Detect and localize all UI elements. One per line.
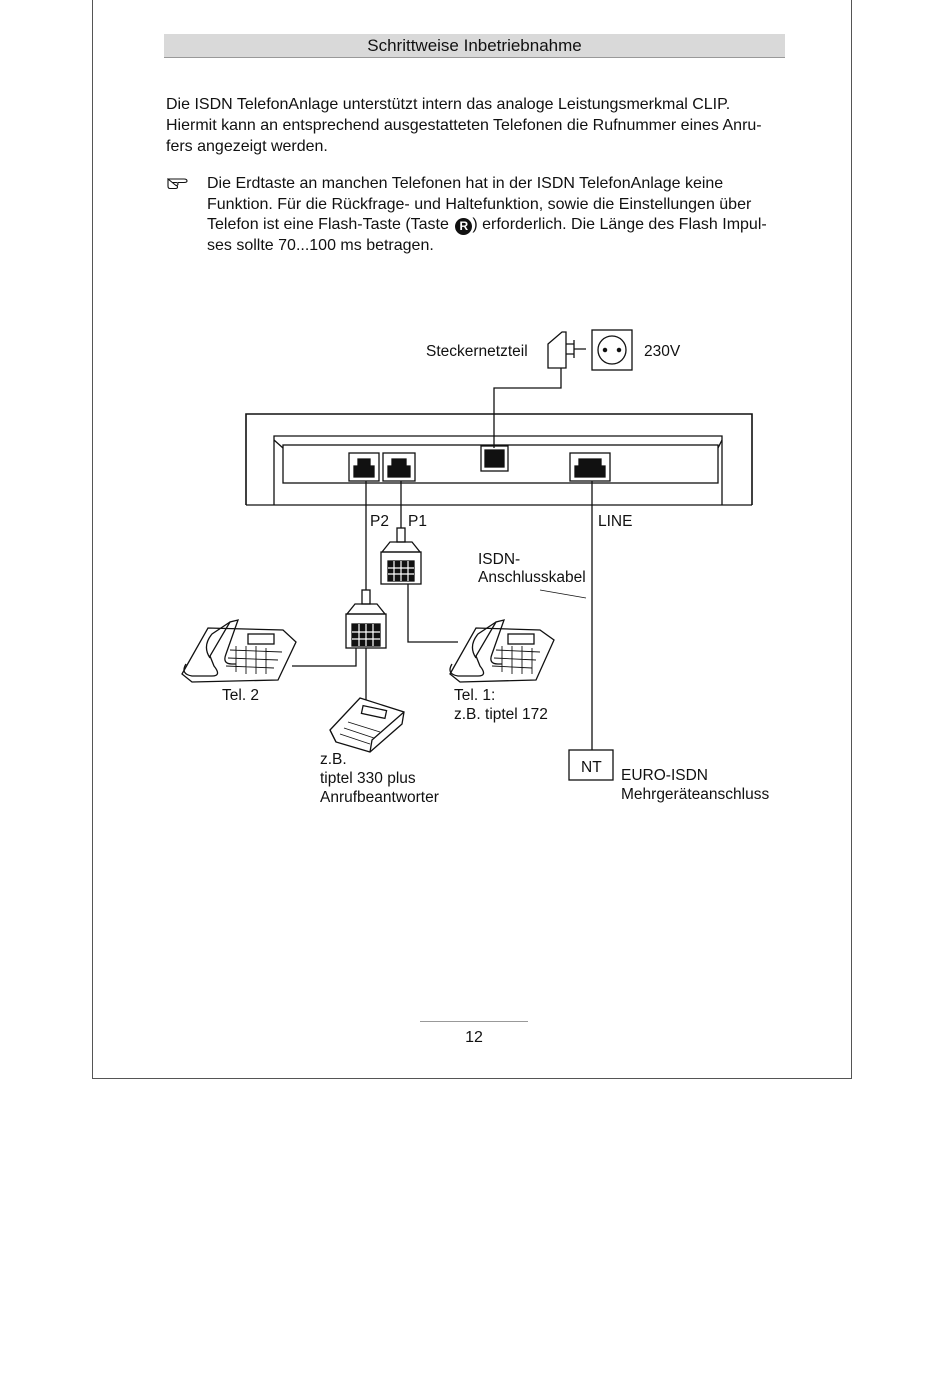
power-cable	[493, 368, 562, 448]
port-p2	[348, 452, 380, 482]
cable-tel1	[407, 584, 458, 643]
telephone-tel1-icon	[449, 619, 555, 683]
label-tel1-1: Tel. 1:	[454, 687, 496, 704]
label-isdn-cable-2: Anschlusskabel	[478, 569, 586, 586]
label-p2: P2	[370, 513, 389, 530]
flash-key-icon: R	[455, 218, 473, 235]
flash-note: Die Erdtaste an manchen Telefonen hat in…	[207, 174, 787, 256]
adapter-p1	[380, 527, 422, 585]
note-line-2: Funktion. Für die Rückfrage- und Haltefu…	[207, 195, 752, 213]
label-nt: NT	[581, 759, 602, 776]
telephone-tel2-icon	[181, 619, 297, 683]
page-header: Schrittweise Inbetriebnahme	[164, 34, 785, 58]
footer-divider	[420, 1021, 528, 1022]
pbx-unit	[245, 413, 753, 506]
label-tel2: Tel. 2	[222, 687, 260, 704]
note-line-3-end: ) erforderlich. Die Länge des Flash Impu…	[472, 216, 767, 233]
note-line-1: Die Erdtaste an manchen Telefonen hat in…	[207, 175, 724, 192]
label-isdn-cable-1: ISDN-	[478, 551, 521, 568]
page-frame	[92, 0, 852, 1079]
intro-line-3: fers angezeigt werden.	[166, 138, 328, 155]
pointing-hand-icon	[167, 177, 188, 190]
label-line: LINE	[598, 513, 633, 530]
power-plug-icon	[547, 331, 586, 369]
label-answering-machine-2: tiptel 330 plus	[320, 770, 416, 787]
page-number: 12	[465, 1029, 483, 1046]
intro-paragraph: Die ISDN TelefonAnlage unterstützt inter…	[166, 94, 786, 157]
power-port	[480, 445, 509, 472]
label-power-supply: Steckernetzteil	[426, 343, 528, 360]
port-line	[569, 452, 611, 482]
cable-tel2	[292, 648, 357, 667]
label-answering-machine-3: Anrufbeantworter	[320, 789, 439, 806]
label-tel1-2: z.B. tiptel 172	[454, 706, 548, 723]
label-p1: P1	[408, 513, 427, 530]
nt-box	[568, 749, 614, 781]
label-euro-isdn-2: Mehrgeräteanschluss	[621, 786, 770, 803]
intro-line-2: Hiermit kann an entsprechend ausgestatte…	[166, 117, 762, 134]
answering-machine-icon	[329, 697, 405, 753]
label-230v: 230V	[644, 343, 681, 360]
label-answering-machine-1: z.B.	[320, 751, 347, 768]
isdn-label-pointer	[539, 589, 587, 599]
label-euro-isdn-1: EURO-ISDN	[621, 767, 708, 784]
note-line-3: Telefon ist eine Flash-Taste (Taste R) e…	[207, 215, 787, 236]
note-line-4: ses sollte 70...100 ms betragen.	[207, 236, 434, 254]
port-p1	[382, 452, 416, 482]
wall-socket-icon	[591, 329, 633, 371]
adapter-p2	[345, 589, 387, 649]
note-line-3-start: Telefon ist eine Flash-Taste (Taste	[207, 216, 454, 233]
intro-line-1: Die ISDN TelefonAnlage unterstützt inter…	[166, 96, 731, 113]
